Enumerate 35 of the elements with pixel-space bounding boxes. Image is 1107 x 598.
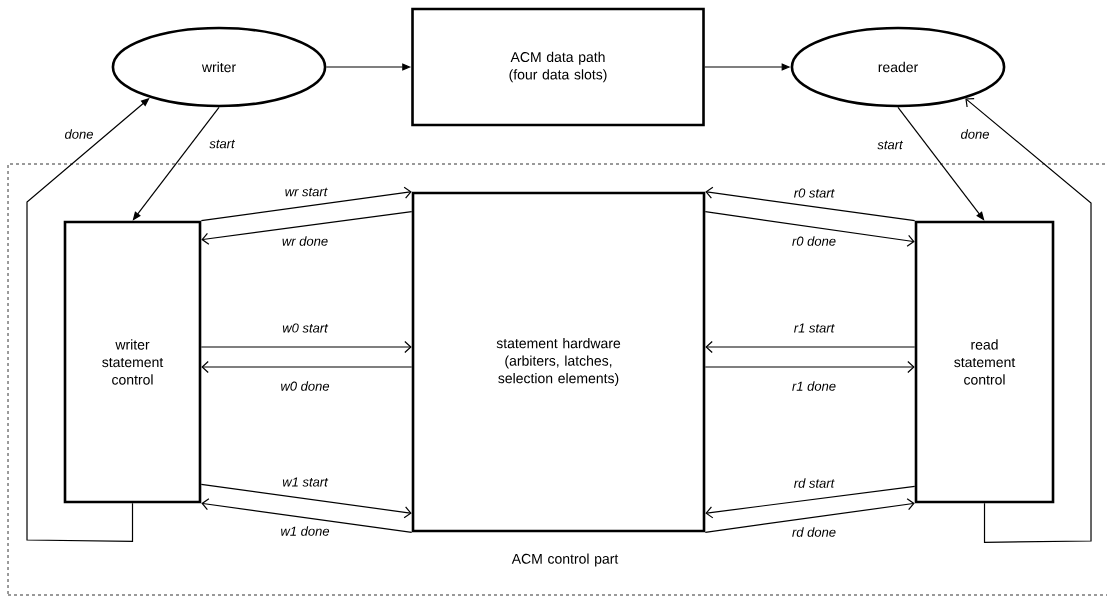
arrow <box>704 211 915 247</box>
arrow <box>200 186 412 222</box>
ellipse-node: writer <box>111 26 327 108</box>
process-box: statement hardware (arbiters, latches, selection elements) <box>411 191 706 533</box>
arrow <box>200 340 412 354</box>
edge-label: w0 start <box>281 322 329 334</box>
process-box: ACM data path (four data slots) <box>411 7 705 127</box>
arrow <box>965 97 1092 543</box>
arrow <box>201 211 413 245</box>
arrow <box>201 498 413 533</box>
edge-label: w1 start <box>281 476 329 488</box>
arrow <box>200 483 412 519</box>
edge-label: start <box>208 138 236 150</box>
edge-label: wr start <box>283 186 329 198</box>
arrow <box>201 360 413 374</box>
arrow <box>705 186 916 222</box>
edge-label: w1 done <box>279 525 331 537</box>
edge-label: r0 done <box>790 235 838 247</box>
edge-label: wr done <box>280 235 330 247</box>
process-box: read statement control <box>914 220 1055 504</box>
edge-label: done <box>63 128 95 140</box>
arrow <box>704 360 915 374</box>
ellipse-node: reader <box>790 26 1006 108</box>
edge-label: rd done <box>790 526 838 538</box>
edge-label: done <box>959 128 991 140</box>
edge-label: r1 start <box>792 322 836 334</box>
edge-label: r1 done <box>790 380 838 392</box>
edge-label: rd start <box>792 477 836 489</box>
arrow <box>705 485 916 519</box>
edge-label: r0 start <box>792 187 836 199</box>
arrow <box>704 498 915 533</box>
edge-label: w0 done <box>279 380 331 392</box>
edge-label: start <box>876 139 904 151</box>
arrow <box>705 340 916 354</box>
process-box: writer statement control <box>63 220 202 504</box>
